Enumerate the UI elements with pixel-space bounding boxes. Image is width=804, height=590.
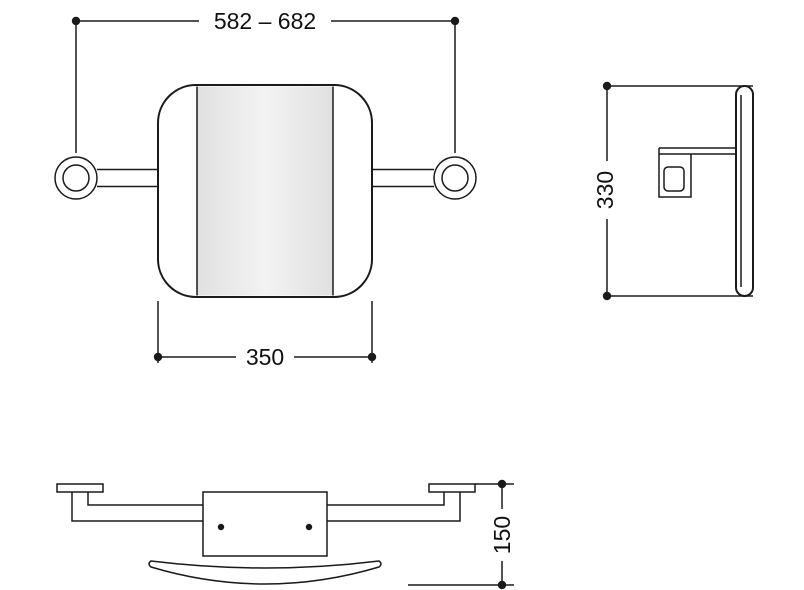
left-wall-flange (54, 156, 98, 200)
dim-endpoint-dot (602, 291, 612, 301)
right-flange-inner-ring (441, 164, 469, 192)
screw-dot (305, 523, 313, 531)
pad-side-outline (735, 85, 754, 297)
backrest-pad-side (735, 85, 754, 297)
pad-mount-plate (202, 491, 328, 557)
mounting-bracket-side (658, 147, 736, 198)
pad-cushion-shading (197, 86, 333, 296)
dim-endpoint-dot (367, 352, 377, 362)
right-flange-plate (428, 483, 476, 493)
pad-crescent-outline (148, 560, 382, 585)
left-flange-inner-ring (62, 164, 90, 192)
bracket-clamp-outline (658, 148, 692, 198)
dim-overall-width-label: 582 – 682 (214, 8, 316, 34)
right-wall-flange (433, 156, 477, 200)
dim-endpoint-dot (497, 479, 507, 489)
dim-pad-width: 350 (153, 301, 377, 370)
dim-endpoint-dot (602, 81, 612, 91)
dim-endpoint-dot (71, 16, 81, 26)
dim-endpoint-dot (450, 16, 460, 26)
left-flange-plate (56, 483, 104, 493)
left-flange-outer-ring (54, 156, 98, 200)
dim-overall-depth-label: 150 (489, 516, 515, 554)
front-view: 582 – 682 350 (54, 8, 477, 370)
plan-view: 150 (56, 479, 515, 590)
rail-cross-section (663, 166, 685, 192)
screw-dot (217, 523, 225, 531)
dim-pad-width-label: 350 (246, 344, 284, 370)
dim-overall-height: 330 (592, 81, 753, 301)
mount-plate-outline (202, 491, 328, 557)
backrest-pad-front (157, 84, 373, 298)
dim-overall-width: 582 – 682 (71, 8, 460, 153)
dim-endpoint-dot (497, 580, 507, 590)
dim-overall-height-label: 330 (592, 171, 618, 209)
side-view: 330 (592, 81, 754, 301)
dim-overall-depth: 150 (408, 479, 515, 590)
dim-endpoint-dot (153, 352, 163, 362)
right-flange-outer-ring (433, 156, 477, 200)
backrest-pad-plan (148, 560, 382, 585)
